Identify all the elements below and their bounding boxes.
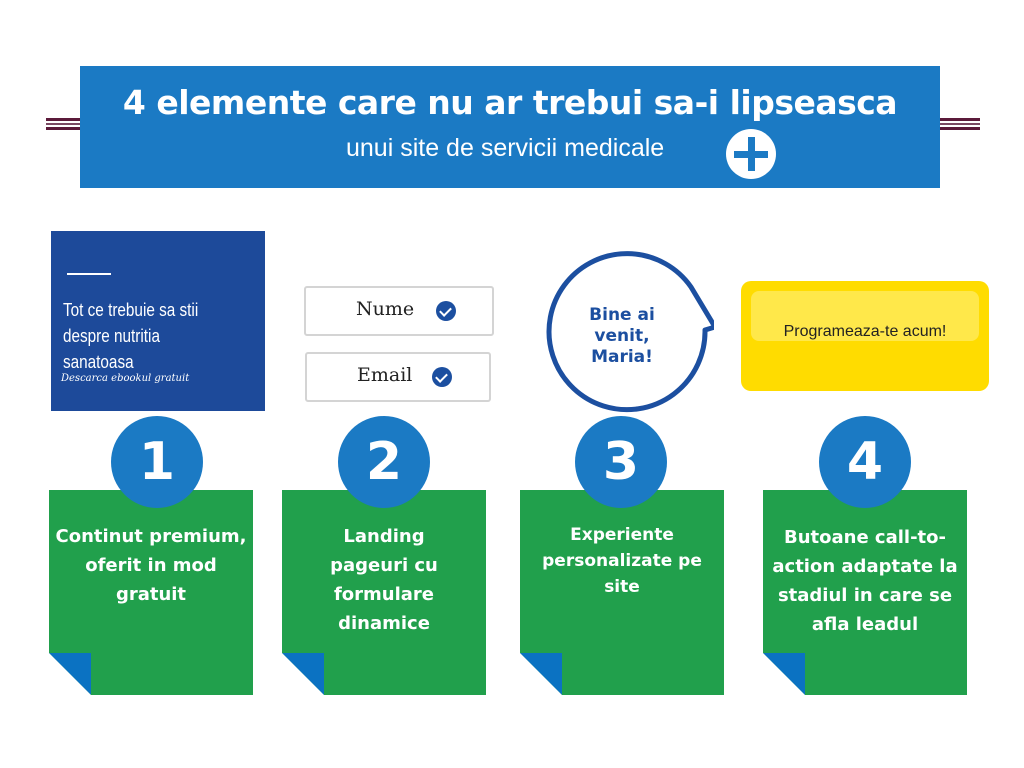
email-field-label: Email bbox=[357, 364, 413, 386]
header-banner: 4 elemente care nu ar trebui sa-i lipsea… bbox=[80, 66, 940, 188]
ebook-card[interactable]: Tot ce trebuie sa stii despre nutritia s… bbox=[51, 231, 265, 411]
ebook-download-link[interactable]: Descarca ebookul gratuit bbox=[61, 373, 190, 384]
speech-bubble bbox=[546, 251, 714, 413]
step-card-4: Butoane call-to-action adaptate la stadi… bbox=[763, 490, 967, 695]
plus-icon bbox=[726, 129, 776, 179]
name-field-label: Nume bbox=[356, 298, 415, 320]
schedule-button-label: Programeaza-te acum! bbox=[783, 323, 947, 340]
welcome-message: Bine ai venit, Maria! bbox=[589, 305, 655, 367]
check-icon bbox=[432, 367, 452, 387]
check-icon bbox=[436, 301, 456, 321]
schedule-button[interactable]: Programeaza-te acum! bbox=[741, 281, 989, 391]
page-fold-icon bbox=[282, 653, 324, 695]
step-number-1: 1 bbox=[111, 416, 203, 508]
step-card-2: Landing pageuri cu formulare dinamice bbox=[282, 490, 486, 695]
step-text: Butoane call-to-action adaptate la stadi… bbox=[772, 527, 958, 635]
step-text: Landing pageuri cu formulare dinamice bbox=[330, 526, 438, 634]
page-fold-icon bbox=[520, 653, 562, 695]
decorative-rule-right bbox=[934, 118, 980, 132]
name-field[interactable]: Nume bbox=[304, 286, 494, 336]
step-number-3: 3 bbox=[575, 416, 667, 508]
step-text: Experiente personalizate pe site bbox=[542, 525, 702, 597]
button-highlight bbox=[751, 291, 979, 341]
email-field[interactable]: Email bbox=[305, 352, 491, 402]
page-fold-icon bbox=[49, 653, 91, 695]
page-title: 4 elemente care nu ar trebui sa-i lipsea… bbox=[122, 83, 898, 122]
ebook-title: Tot ce trebuie sa stii despre nutritia s… bbox=[63, 300, 199, 372]
step-card-3: Experiente personalizate pe site bbox=[520, 490, 724, 695]
step-number-2: 2 bbox=[338, 416, 430, 508]
step-number-4: 4 bbox=[819, 416, 911, 508]
decorative-rule-left bbox=[46, 118, 86, 132]
ebook-divider bbox=[67, 273, 111, 275]
step-card-1: Continut premium, oferit in mod gratuit bbox=[49, 490, 253, 695]
page-fold-icon bbox=[763, 653, 805, 695]
page-subtitle: unui site de servicii medicale bbox=[346, 134, 665, 162]
step-text: Continut premium, oferit in mod gratuit bbox=[55, 526, 247, 605]
